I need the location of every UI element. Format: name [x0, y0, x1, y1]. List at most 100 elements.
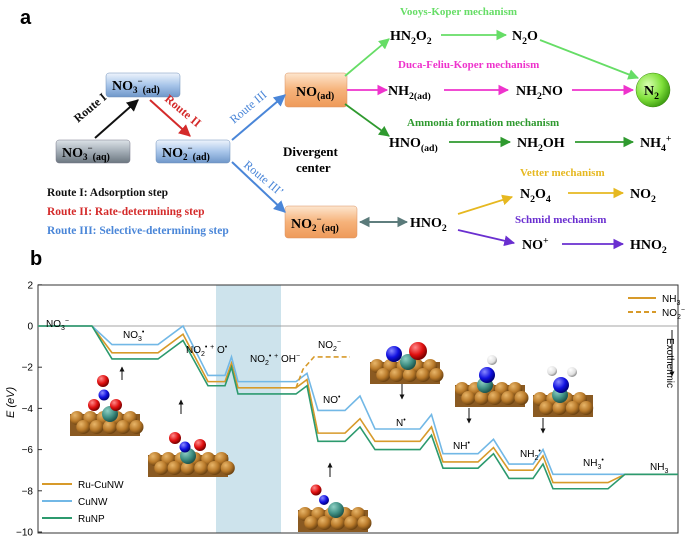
species-hno2: HNO2 [410, 216, 447, 234]
cu-atom [539, 401, 554, 415]
cu-atom [579, 401, 594, 415]
arrow-no-to-hno [344, 103, 390, 137]
svg-text:NO(ad): NO(ad) [296, 85, 334, 102]
h-atom [487, 355, 497, 365]
svg-text:NO3−(ad): NO3−(ad) [112, 76, 160, 96]
o-atom [110, 399, 122, 411]
species-n2o: N2O [512, 29, 538, 47]
cu-atom [317, 516, 332, 530]
ammonia-formation-title: Ammonia formation mechanism [407, 117, 559, 129]
n-atom [319, 495, 329, 505]
species-hno2-b: HNO2 [630, 238, 667, 256]
n-atom [479, 367, 495, 383]
box-no3-ad: NO3−(ad) [105, 72, 181, 98]
state-nh2s: NH2• [520, 448, 541, 462]
arrow-route3 [231, 94, 286, 141]
cu-atom [220, 461, 235, 475]
box-no3-aq: NO3−(aq) [55, 139, 131, 164]
o-atom [97, 375, 109, 387]
cu-atom [514, 391, 529, 405]
species-n2o4: N2O4 [520, 187, 551, 205]
box-no2-ad: NO2−(ad) [155, 139, 231, 164]
state-no3s: NO3• [123, 329, 145, 343]
vetter-title: Vetter mechanism [520, 167, 605, 179]
cu-atom [154, 461, 169, 475]
species-noplus: NO+ [522, 236, 549, 253]
ru-atom [400, 354, 416, 370]
o-atom [169, 432, 181, 444]
state-no2s-os: NO2• + O• [186, 344, 228, 358]
panel-b-label: b [30, 248, 42, 270]
cu-atom [565, 401, 580, 415]
route3-label: Route III [227, 88, 269, 127]
ru-atom [328, 502, 344, 518]
species-no2: NO2 [630, 187, 656, 205]
species-nh2ad: NH2(ad) [388, 84, 431, 102]
y-tick-label: −8 [22, 486, 34, 497]
route1-label: Route I [71, 90, 110, 126]
y-tick-label: −6 [22, 445, 34, 456]
cu-atom [461, 391, 476, 405]
cu-atom [89, 420, 104, 434]
arrow-no-to-hn2o2 [344, 38, 390, 77]
state-nos: NO• [323, 394, 341, 406]
species-hnoad: HNO(ad) [389, 136, 438, 154]
cu-atom [116, 420, 131, 434]
y-axis: 20−2−4−6−8−10 [16, 280, 42, 539]
highlight-band [216, 285, 281, 533]
n-atom [98, 389, 110, 401]
cu-atom [402, 368, 417, 382]
legend-rucunw-text: Ru-CuNW [78, 480, 124, 491]
legend-cunw-text: CuNW [78, 497, 108, 508]
structure-no3 [70, 375, 144, 436]
cu-atom [194, 461, 209, 475]
legend-no2-text: NO2− [662, 307, 685, 321]
n-atom [553, 377, 569, 393]
duca-feliu-koper-title: Duca-Feliu-Koper mechanism [398, 59, 539, 71]
y-tick-label: 0 [27, 322, 33, 333]
species-nh2oh: NH2OH [517, 136, 565, 154]
exothermic-label: Exothermic [664, 338, 675, 388]
species-n2: N2 [644, 84, 659, 102]
cu-atom [429, 368, 444, 382]
energy-curve-cunw [38, 324, 678, 476]
cu-atom [376, 368, 391, 382]
plot-frame [37, 284, 679, 534]
svg-text:NO3−(aq): NO3−(aq) [62, 143, 110, 163]
o-atom [194, 439, 206, 451]
cu-atom [344, 516, 359, 530]
cu-atom [180, 461, 195, 475]
cu-atom [330, 516, 345, 530]
y-tick-label: 2 [27, 280, 33, 291]
state-no2m: NO2− [318, 339, 341, 353]
cu-atom [487, 391, 502, 405]
state-ns: N• [396, 417, 406, 429]
structure-no [298, 484, 372, 532]
box-no2-aq: NO2−(aq) [284, 205, 358, 239]
state-no2s-oh: NO2• + OH− [250, 353, 300, 367]
y-tick-label: −10 [16, 528, 33, 539]
arrow-hno2-to-n2o4 [457, 194, 514, 215]
cu-atom [389, 368, 404, 382]
legend-runp-text: RuNP [78, 514, 105, 525]
state-nhs: NH• [453, 440, 470, 452]
y-axis-label: E (eV) [5, 386, 17, 418]
structure-nh2 [533, 366, 594, 417]
h-atom [567, 367, 577, 377]
catalyst-legend: Ru-CuNW CuNW RuNP [42, 480, 124, 525]
structure-n [370, 342, 444, 384]
cu-atom [357, 516, 372, 530]
route-legend-2: Route II: Rate-determining step [47, 206, 204, 218]
cu-atom [304, 516, 319, 530]
energy-curve-ru-cunw [38, 325, 678, 484]
cu-atom [552, 401, 567, 415]
y-tick-label: −4 [22, 404, 34, 415]
n-atom [179, 441, 191, 453]
cu-atom [167, 461, 182, 475]
panel-a-label: a [20, 7, 32, 29]
svg-text:NO2−(aq): NO2−(aq) [291, 214, 339, 234]
route-legend-3: Route III: Selective-determining step [47, 225, 229, 237]
n-atom [386, 346, 402, 362]
cu-atom [474, 391, 489, 405]
